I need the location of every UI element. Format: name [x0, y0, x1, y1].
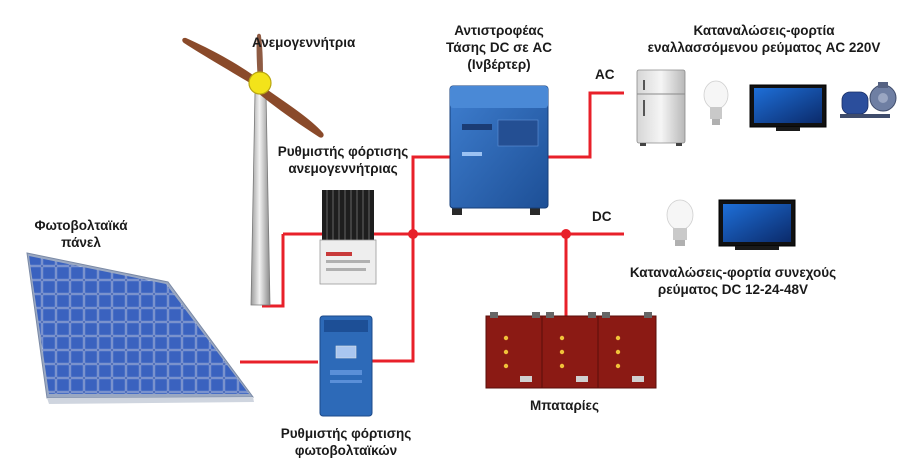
turbine-blade [256, 33, 263, 82]
battery-bank [485, 312, 657, 389]
turbine-blade [258, 88, 324, 138]
pv-controller-label-line-2: φωτοβολταϊκών [294, 443, 398, 458]
wire-inverter-input [411, 155, 450, 234]
fridge-icon [636, 69, 686, 146]
wire-pv-controller [372, 234, 415, 363]
battery-unit [541, 312, 601, 389]
wind-controller-label-line-1: Ρυθμιστής φόρτισης [277, 144, 409, 159]
dc-bus-label: DC [592, 209, 612, 224]
junction-node [408, 229, 418, 239]
inverter [449, 85, 549, 215]
light-bulb-icon [703, 80, 729, 125]
pv-charge-controller [319, 315, 373, 417]
pv-controller-label: Ρυθμιστής φόρτισης φωτοβολταϊκών [271, 425, 421, 459]
wire-ac-output [548, 91, 624, 159]
wire-wind-turbine [262, 234, 285, 308]
wind-charge-controller [319, 190, 377, 285]
inverter-label: Αντιστροφέας Τάσης DC σε AC (Ινβέρτερ) [438, 22, 560, 73]
wind-turbine [182, 33, 324, 306]
pv-panel-label-line-2: πάνελ [61, 235, 101, 250]
pv-controller-label-line-1: Ρυθμιστής φόρτισης [280, 426, 412, 441]
tv-icon [749, 84, 827, 131]
junction-node [561, 229, 571, 239]
battery-unit [485, 312, 545, 389]
dc-loads-label-line-1: Καταναλώσεις-φορτία συνεχούς [629, 265, 837, 280]
water-pump-icon [840, 82, 897, 118]
light-bulb-icon [666, 199, 694, 246]
batteries-label: Μπαταρίες [530, 398, 599, 413]
pv-panel-label: Φωτοβολταϊκά πάνελ [28, 217, 134, 251]
inverter-label-line-3: (Ινβέρτερ) [467, 57, 531, 72]
dc-loads [666, 199, 796, 250]
turbine-hub [248, 71, 272, 95]
ac-loads-label-line-1: Καταναλώσεις-φορτία [693, 23, 835, 38]
wind-turbine-label: Ανεμογεννήτρια [252, 35, 356, 50]
ac-loads [636, 69, 897, 146]
wind-controller-label-line-2: ανεμογεννήτριας [288, 161, 398, 176]
ac-loads-label-line-2: εναλλασσόμενου ρεύματος AC 220V [647, 40, 881, 55]
inverter-label-line-2: Τάσης DC σε AC [446, 40, 552, 55]
dc-loads-label-line-2: ρεύματος DC 12-24-48V [657, 282, 809, 297]
ac-bus-label: AC [595, 67, 615, 82]
wind-controller-label: Ρυθμιστής φόρτισης ανεμογεννήτριας [268, 143, 418, 177]
inverter-label-line-1: Αντιστροφέας [454, 23, 544, 38]
ac-loads-label: Καταναλώσεις-φορτία εναλλασσόμενου ρεύμα… [638, 22, 890, 56]
turbine-tower [250, 91, 271, 306]
pv-panel-label-line-1: Φωτοβολταϊκά [34, 218, 128, 233]
pv-panel [26, 252, 254, 404]
dc-loads-label: Καταναλώσεις-φορτία συνεχούς ρεύματος DC… [628, 264, 838, 298]
battery-unit [597, 312, 657, 389]
turbine-blade [182, 37, 260, 86]
tv-icon [718, 199, 796, 250]
